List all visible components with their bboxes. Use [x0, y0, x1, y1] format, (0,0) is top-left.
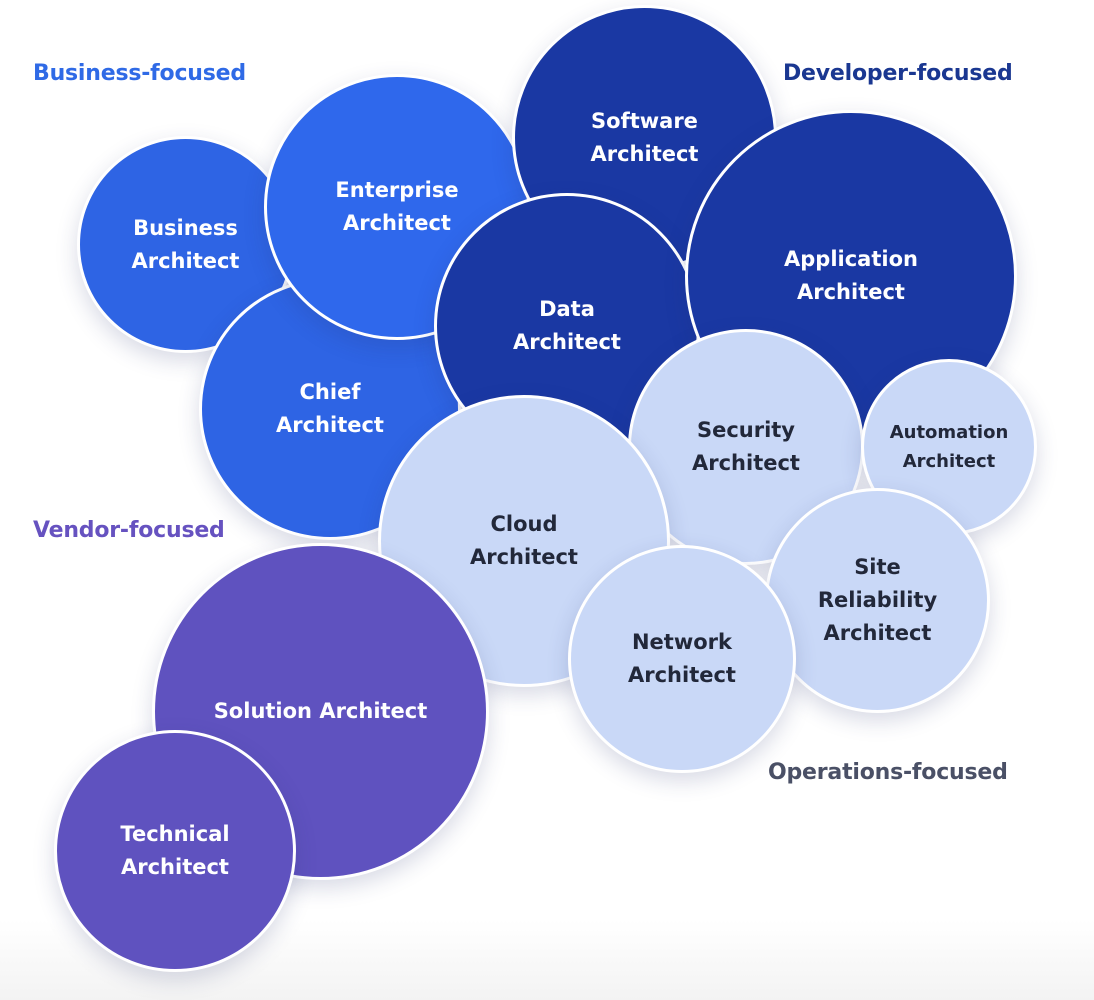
technical-architect-bubble: Technical Architect — [54, 730, 296, 972]
solution-architect-label: Solution Architect — [213, 699, 428, 723]
automation-architect-label: Automation Architect — [889, 422, 1009, 472]
technical-architect-label: Technical Architect — [120, 822, 230, 879]
network-architect-label: Network Architect — [628, 630, 736, 687]
site-reliability-architect-bubble: Site Reliability Architect — [765, 488, 990, 713]
security-architect-label: Security Architect — [692, 418, 800, 475]
data-architect-label: Data Architect — [513, 297, 621, 354]
cloud-architect-label: Cloud Architect — [470, 512, 578, 569]
chief-architect-label: Chief Architect — [276, 380, 384, 437]
business-architect-bubble: Business Architect — [77, 136, 294, 353]
business-architect-label: Business Architect — [131, 215, 240, 273]
business-focused-label: Business-focused — [33, 61, 246, 86]
developer-focused-label: Developer-focused — [783, 61, 1013, 86]
application-architect-label: Application Architect — [784, 247, 918, 304]
site-reliability-architect-label: Site Reliability Architect — [817, 555, 938, 645]
enterprise-architect-label: Enterprise Architect — [335, 178, 459, 235]
software-architect-label: Software Architect — [590, 108, 699, 166]
operations-focused-label: Operations-focused — [768, 760, 1008, 785]
vendor-focused-label: Vendor-focused — [33, 518, 225, 543]
network-architect-bubble: Network Architect — [568, 545, 796, 773]
